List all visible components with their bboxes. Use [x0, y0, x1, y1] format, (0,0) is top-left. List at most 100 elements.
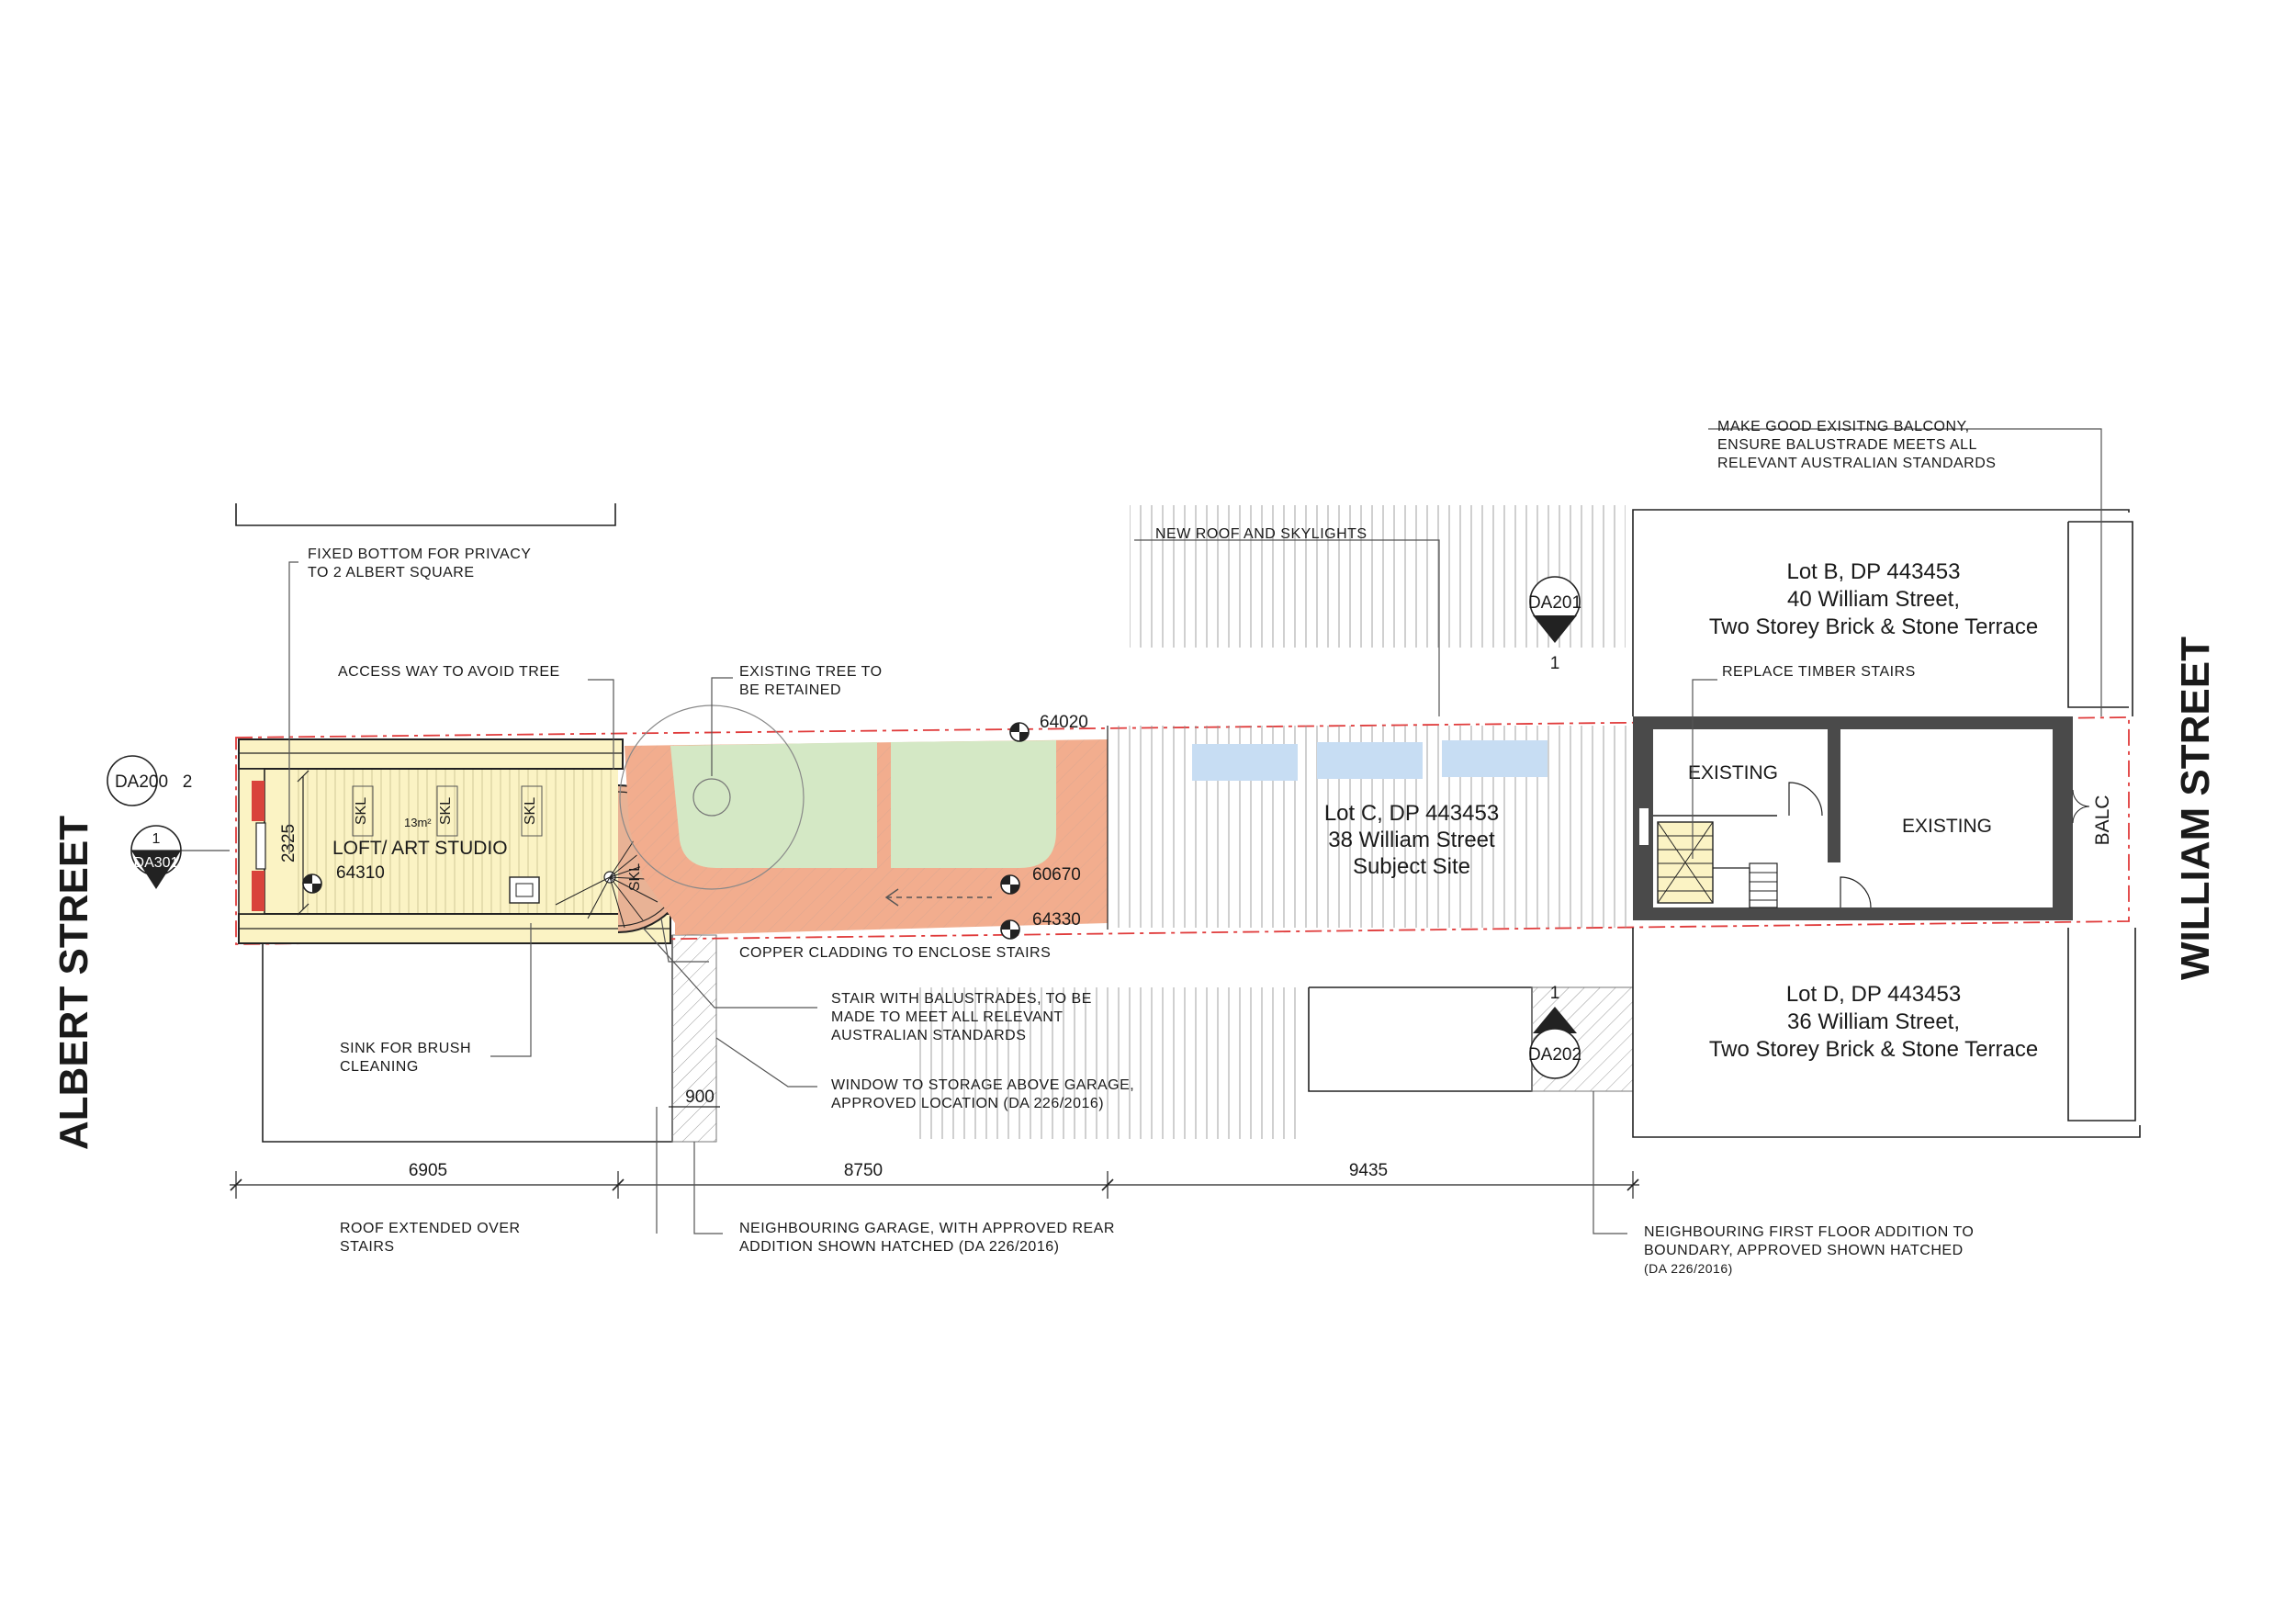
note-first-floor-addition: NEIGHBOURING FIRST FLOOR ADDITION TO BOU…: [1644, 1224, 1974, 1276]
section-tag-da201: DA201 1: [1528, 576, 1581, 673]
note-window-storage: WINDOW TO STORAGE ABOVE GARAGE, APPROVED…: [831, 1077, 1134, 1111]
neighbouring-garage-outline: [262, 935, 673, 1143]
skylight-label-1: SKL: [354, 797, 369, 825]
lot-d-line3: Two Storey Brick & Stone Terrace: [1709, 1037, 2038, 1062]
site-boundary: [235, 716, 2130, 945]
note-existing-tree: EXISTING TREE TO BE RETAINED: [739, 664, 883, 698]
svg-text:BOUNDARY, APPROVED SHOWN HATCH: BOUNDARY, APPROVED SHOWN HATCHED: [1644, 1243, 1964, 1258]
dimension-6905: 6905: [409, 1161, 447, 1180]
svg-text:900: 900: [685, 1088, 715, 1107]
note-neighbouring-garage: NEIGHBOURING GARAGE, WITH APPROVED REAR …: [739, 1221, 1115, 1255]
svg-text:COPPER CLADDING TO ENCLOSE STA: COPPER CLADDING TO ENCLOSE STAIRS: [739, 945, 1051, 961]
svg-text:ENSURE BALUSTRADE MEETS ALL: ENSURE BALUSTRADE MEETS ALL: [1717, 437, 1977, 453]
level-marker-64310: 64310: [302, 863, 385, 894]
dimension-8750: 8750: [844, 1161, 883, 1180]
lot-d-line2: 36 William Street,: [1787, 1009, 1960, 1034]
section-tag-da202: DA202 1: [1528, 984, 1581, 1079]
svg-text:DA201: DA201: [1528, 593, 1581, 613]
svg-text:DA200: DA200: [115, 772, 168, 792]
svg-text:ROOF EXTENDED OVER: ROOF EXTENDED OVER: [340, 1221, 521, 1236]
svg-text:TO 2 ALBERT SQUARE: TO 2 ALBERT SQUARE: [308, 565, 475, 580]
svg-text:DA301: DA301: [134, 855, 179, 871]
loft-room-label: LOFT/ ART STUDIO: [332, 838, 508, 859]
svg-text:NEIGHBOURING FIRST FLOOR ADDIT: NEIGHBOURING FIRST FLOOR ADDITION TO: [1644, 1224, 1974, 1240]
lot-b-line1: Lot B, DP 443453: [1786, 559, 1960, 584]
svg-text:EXISTING TREE TO: EXISTING TREE TO: [739, 664, 883, 680]
balcony-label: BALC: [2092, 795, 2113, 846]
svg-text:ACCESS WAY TO AVOID TREE: ACCESS WAY TO AVOID TREE: [338, 664, 560, 680]
loft-area-label: 13m²: [404, 816, 432, 829]
skylight-3: [1442, 740, 1548, 777]
note-replace-stairs: REPLACE TIMBER STAIRS: [1722, 664, 1916, 680]
garage-addition-hatch: [671, 934, 717, 1143]
loft-art-studio: SKL SKL SKL LOFT/ ART STUDIO 13m²: [238, 738, 671, 944]
neighbour-first-floor-outline: [1308, 986, 1533, 1092]
albert-street-label: ALBERT STREET: [51, 816, 96, 1150]
note-fixed-bottom: FIXED BOTTOM FOR PRIVACY TO 2 ALBERT SQU…: [308, 547, 531, 580]
svg-text:STAIRS: STAIRS: [340, 1239, 395, 1255]
svg-text:64020: 64020: [1040, 713, 1088, 732]
svg-text:(DA 226/2016): (DA 226/2016): [1644, 1261, 1733, 1276]
svg-text:AUSTRALIAN STANDARDS: AUSTRALIAN STANDARDS: [831, 1028, 1026, 1043]
skylight-1: [1192, 744, 1298, 781]
lawn-left: [670, 742, 877, 868]
svg-text:2: 2: [183, 772, 193, 792]
note-sink: SINK FOR BRUSH CLEANING: [340, 1041, 471, 1075]
svg-text:1: 1: [1550, 654, 1560, 673]
svg-text:APPROVED LOCATION (DA 226/2016: APPROVED LOCATION (DA 226/2016): [831, 1096, 1104, 1111]
stair-skylight-label: SKL: [627, 863, 643, 891]
section-tag-da301: 1 DA301: [130, 825, 230, 889]
lot-b-line3: Two Storey Brick & Stone Terrace: [1709, 614, 2038, 639]
william-street-label: WILLIAM STREET: [2173, 637, 2218, 980]
rear-garden: [619, 704, 1108, 935]
svg-text:MADE TO MEET ALL RELEVANT: MADE TO MEET ALL RELEVANT: [831, 1009, 1064, 1025]
note-access-way: ACCESS WAY TO AVOID TREE: [338, 664, 560, 680]
svg-text:1: 1: [152, 831, 161, 847]
skylight-2: [1317, 742, 1423, 779]
new-roof-area: Lot C, DP 443453 38 William Street Subje…: [1107, 726, 1635, 930]
note-roof-extended: ROOF EXTENDED OVER STAIRS: [340, 1221, 521, 1255]
section-tag-da200: DA200 2: [107, 755, 193, 806]
neighbour-roof-hatch-bottom: [918, 987, 1304, 1139]
neighbour-outline-top-left: [235, 503, 616, 526]
lot-c-line2: 38 William Street: [1328, 828, 1495, 852]
dimension-900: 900: [669, 1088, 720, 1108]
svg-text:ADDITION SHOWN HATCHED (DA 226: ADDITION SHOWN HATCHED (DA 226/2016): [739, 1239, 1059, 1255]
existing-room-1: EXISTING: [1688, 762, 1778, 783]
svg-text:ALBERT STREET: ALBERT STREET: [51, 816, 96, 1150]
lawn-right: [891, 740, 1056, 868]
level-marker-64330: 64330: [1000, 910, 1081, 940]
svg-text:64330: 64330: [1032, 910, 1081, 930]
svg-text:SINK FOR BRUSH: SINK FOR BRUSH: [340, 1041, 471, 1056]
svg-text:WILLIAM STREET: WILLIAM STREET: [2173, 637, 2218, 980]
svg-text:MAKE GOOD EXISITNG BALCONY,: MAKE GOOD EXISITNG BALCONY,: [1717, 419, 1970, 434]
overall-dimension-line: 6905 8750 9435: [230, 1161, 1639, 1199]
svg-text:CLEANING: CLEANING: [340, 1059, 419, 1075]
svg-text:RELEVANT AUSTRALIAN STANDARDS: RELEVANT AUSTRALIAN STANDARDS: [1717, 456, 1996, 471]
lot-d-terrace: Lot D, DP 443453 36 William Street, Two …: [1632, 928, 2141, 1138]
lot-c-line3: Subject Site: [1353, 854, 1470, 879]
note-new-roof: NEW ROOF AND SKYLIGHTS: [1155, 526, 1367, 542]
lot-c-line1: Lot C, DP 443453: [1324, 801, 1499, 826]
level-marker-60670: 60670: [1000, 865, 1081, 895]
svg-text:60670: 60670: [1032, 865, 1081, 885]
lot-b-terrace: Lot B, DP 443453 40 William Street, Two …: [1632, 509, 2133, 716]
svg-text:REPLACE TIMBER STAIRS: REPLACE TIMBER STAIRS: [1722, 664, 1916, 680]
existing-room-2: EXISTING: [1902, 816, 1992, 837]
svg-text:NEIGHBOURING GARAGE, WITH APPR: NEIGHBOURING GARAGE, WITH APPROVED REAR: [739, 1221, 1115, 1236]
svg-text:FIXED BOTTOM FOR PRIVACY: FIXED BOTTOM FOR PRIVACY: [308, 547, 531, 562]
svg-text:DA202: DA202: [1528, 1045, 1581, 1065]
svg-text:1: 1: [1550, 984, 1560, 1003]
level-marker-64020: 64020: [1009, 713, 1088, 742]
lot-b-line2: 40 William Street,: [1787, 587, 1960, 612]
dimension-9435: 9435: [1349, 1161, 1388, 1180]
note-stair-balustrades: STAIR WITH BALUSTRADES, TO BE MADE TO ME…: [831, 991, 1091, 1043]
lot-d-line1: Lot D, DP 443453: [1786, 982, 1961, 1007]
svg-text:64310: 64310: [336, 863, 385, 883]
svg-text:BE RETAINED: BE RETAINED: [739, 682, 841, 698]
note-copper-cladding: COPPER CLADDING TO ENCLOSE STAIRS: [739, 945, 1051, 961]
svg-text:WINDOW TO STORAGE ABOVE GARAGE: WINDOW TO STORAGE ABOVE GARAGE,: [831, 1077, 1134, 1093]
skylight-label-3: SKL: [523, 797, 538, 825]
note-balcony: MAKE GOOD EXISITNG BALCONY, ENSURE BALUS…: [1717, 419, 1996, 471]
